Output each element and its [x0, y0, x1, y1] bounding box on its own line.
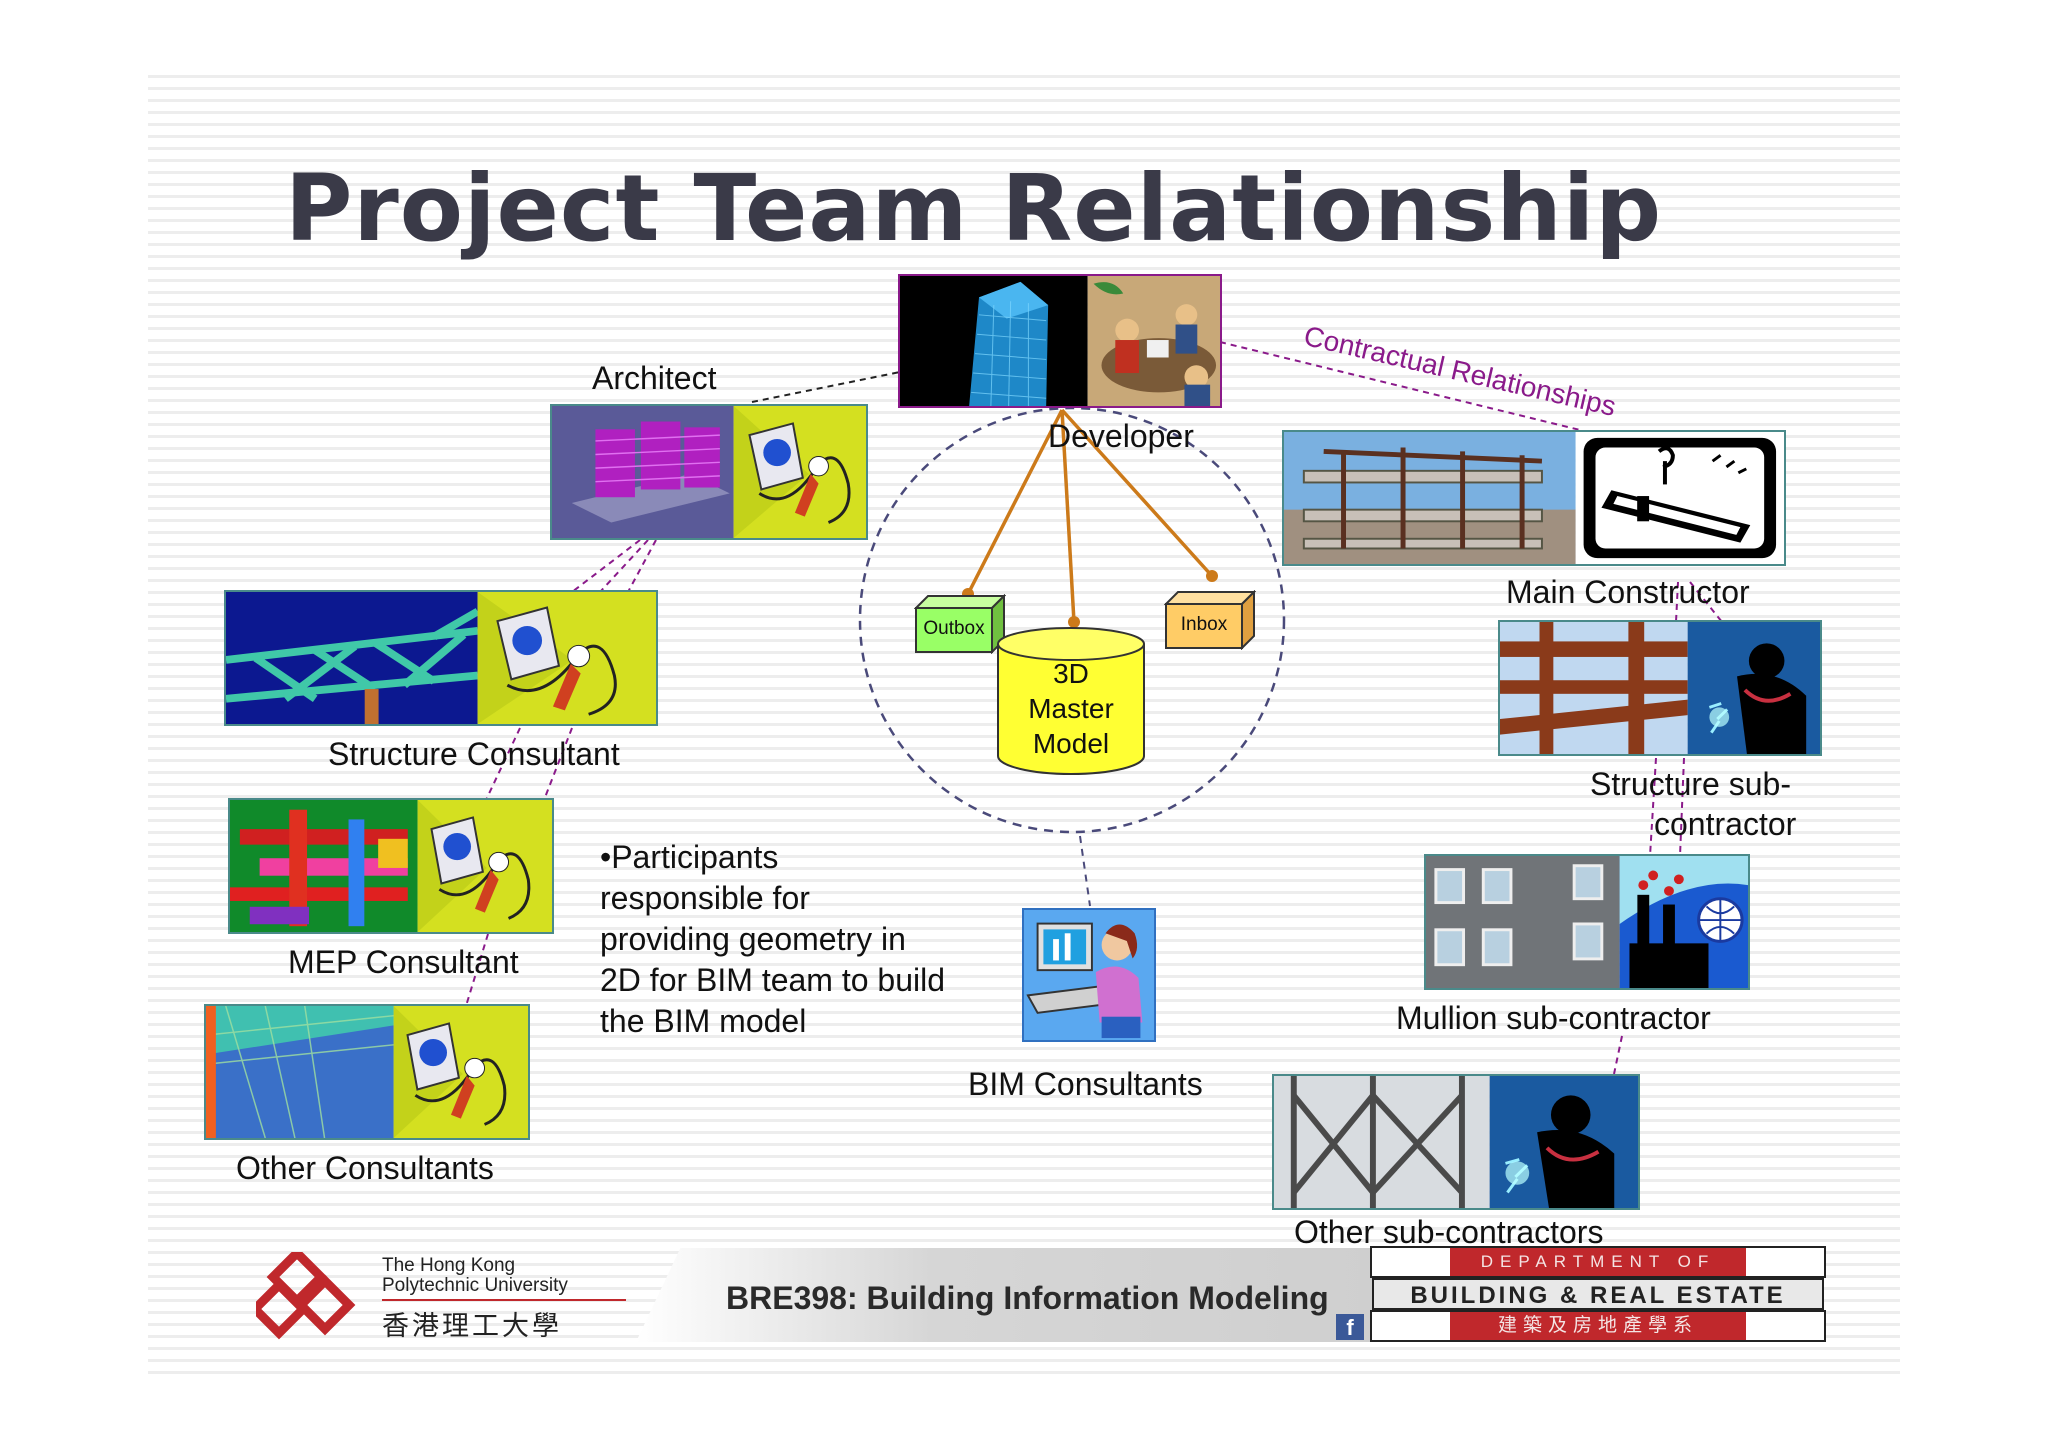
- developer-label: Developer: [1048, 418, 1194, 454]
- mullion-subcontractor-image: [1424, 854, 1750, 990]
- page-title: Project Team Relationship: [285, 155, 1663, 262]
- structure-consultant-image: [224, 590, 658, 726]
- structure-mep-link-1: [485, 727, 521, 801]
- department-line-3: 建築及房地產學系: [1370, 1310, 1826, 1342]
- bullet-line: responsible for: [600, 880, 810, 916]
- bullet-line: •Participants: [600, 839, 779, 875]
- other-consultants-image: [204, 1004, 530, 1140]
- main-constructor-label: Main Constructor: [1506, 574, 1750, 610]
- developer-image: [898, 274, 1222, 408]
- structure-subcontractor-label-2: contractor: [1654, 806, 1797, 842]
- outbox-box: Outbox: [914, 594, 1006, 654]
- mullion-other-link: [1613, 1035, 1623, 1075]
- structuresub-mullion-link-1: [1649, 757, 1657, 857]
- university-underline: [382, 1299, 626, 1301]
- structure-mep-link-2: [543, 727, 573, 801]
- university-chinese-name: 香港理工大學: [382, 1311, 562, 1341]
- structuresub-mullion-link-2: [1679, 757, 1685, 857]
- bim-link: [1079, 835, 1091, 907]
- model-line: 3D: [1053, 658, 1089, 689]
- university-line: The Hong Kong: [382, 1255, 516, 1276]
- other-subcontractors-label: Other sub-contractors: [1294, 1214, 1604, 1250]
- university-name: The Hong Kong Polytechnic University: [382, 1256, 568, 1296]
- mep-other-link: [465, 933, 489, 1007]
- model-line: Master: [1028, 693, 1114, 724]
- other-subcontractors-image: [1272, 1074, 1640, 1210]
- outbox-link: [966, 409, 1064, 595]
- mep-consultant-image: [228, 798, 554, 934]
- bullet-line: the BIM model: [600, 1003, 807, 1039]
- structure-consultant-label: Structure Consultant: [328, 736, 620, 772]
- footer-band: [636, 1248, 1376, 1342]
- bim-consultants-label: BIM Consultants: [968, 1066, 1203, 1102]
- department-line-1: DEPARTMENT OF: [1370, 1246, 1826, 1278]
- inbox-label: Inbox: [1180, 614, 1228, 635]
- inbox-link: [1060, 408, 1214, 578]
- other-consultants-label: Other Consultants: [236, 1150, 494, 1186]
- structure-subcontractor-label-1: Structure sub-: [1590, 766, 1791, 802]
- polyu-logo: [248, 1246, 366, 1342]
- mep-consultant-label: MEP Consultant: [288, 944, 519, 980]
- main-constructor-image: [1282, 430, 1786, 566]
- structure-subcontractor-image: [1498, 620, 1822, 756]
- inbox-link-dot: [1206, 570, 1218, 582]
- developer-contract-link: [1219, 341, 1581, 431]
- participants-bullet: •Participants responsible for providing …: [600, 837, 945, 1042]
- architect-structure-link-2: [599, 539, 649, 593]
- course-title: BRE398: Building Information Modeling: [726, 1280, 1329, 1316]
- inbox-box: Inbox: [1164, 590, 1256, 650]
- bim-consultants-image: [1022, 908, 1156, 1042]
- architect-image: [550, 404, 868, 540]
- architect-structure-link-3: [627, 539, 657, 593]
- model-ring: [858, 406, 1286, 834]
- master-model-cylinder: 3D Master Model: [996, 626, 1146, 776]
- model-line: Model: [1032, 728, 1110, 759]
- mullion-subcontractor-label: Mullion sub-contractor: [1396, 1000, 1711, 1036]
- university-line: Polytechnic University: [382, 1275, 568, 1296]
- bullet-line: 2D for BIM team to build: [600, 962, 946, 998]
- model-link: [1060, 409, 1076, 623]
- department-line-2: BUILDING & REAL ESTATE: [1372, 1278, 1824, 1310]
- model-text: 3D Master Model: [996, 656, 1146, 761]
- architect-label: Architect: [592, 360, 717, 396]
- main-structuresub-link-1: [1675, 581, 1679, 623]
- department-banner: DEPARTMENT OF BUILDING & REAL ESTATE 建築及…: [1370, 1246, 1826, 1342]
- bullet-line: providing geometry in: [600, 921, 906, 957]
- facebook-icon[interactable]: f: [1336, 1314, 1364, 1340]
- outbox-label: Outbox: [923, 618, 985, 639]
- model-link-dot: [1068, 616, 1080, 628]
- architect-developer-link: [751, 371, 901, 403]
- architect-structure-link-1: [571, 539, 641, 593]
- main-structuresub-link-2: [1689, 581, 1723, 623]
